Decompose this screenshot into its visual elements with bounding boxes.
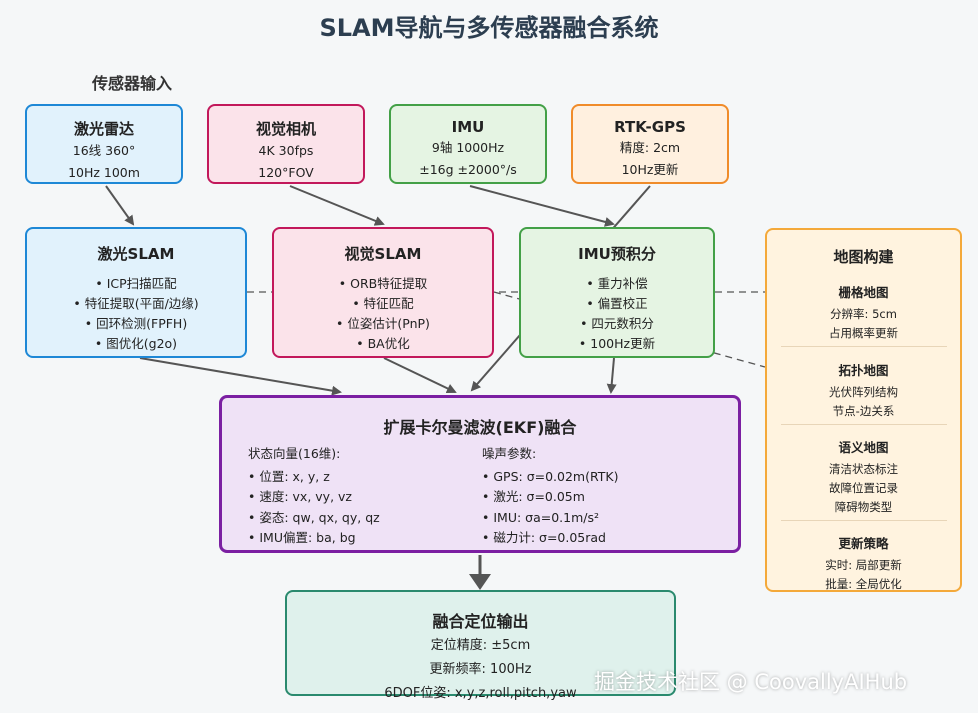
map-building-box: 地图构建 栅格地图 分辨率: 5cm 占用概率更新 拓扑地图 光伏阵列结构 节点… [765,228,962,592]
ekf-noise-item: • 磁力计: σ=0.05rad [482,530,606,545]
map-section-title: 栅格地图 [838,285,889,300]
ekf-state-item: • 位置: x, y, z [248,468,330,484]
ekf-noise-item: • IMU: σa=0.1m/s² [482,509,599,525]
sensor-gps-line: 精度: 2cm [619,140,681,155]
sensor-imu-line: 9轴 1000Hz [431,140,505,155]
ekf-state-item: • 速度: vx, vy, vz [248,489,352,504]
visual-slam-title: 视觉SLAM [344,245,422,263]
lidar-slam-box: 激光SLAM • ICP扫描匹配 • 特征提取(平面/边缘) • 回环检测(FP… [25,227,247,358]
imu-preintegration-item: • 偏置校正 [586,296,648,311]
sensor-camera-line: 120°FOV [258,165,314,180]
sensor-imu-title: IMU [451,118,485,136]
arrow-imu-pre-to-ekf [606,357,617,394]
sensor-camera-line: 4K 30fps [258,143,314,158]
map-section-title: 更新策略 [838,536,889,551]
arrow-lidar-to-lidar-slam [105,185,135,226]
arrow-imu-to-imu-pre [469,185,615,227]
map-section-update: 更新策略 实时: 局部更新 批量: 全局优化 [767,533,960,594]
output-line: 定位精度: ±5cm [430,638,531,653]
map-building-title: 地图构建 [833,248,894,266]
fused-output-box: 融合定位输出 定位精度: ±5cm 更新频率: 100Hz 6DOF位姿: x,… [285,590,676,701]
sensor-camera: 视觉相机 4K 30fps 120°FOV [207,104,365,184]
watermark: 掘金技术社区 @ CoovallyAIHub [594,670,908,694]
map-section-line: 故障位置记录 [829,481,898,495]
sensor-camera-title: 视觉相机 [255,120,316,138]
map-section-line: 分辨率: 5cm [830,307,897,321]
sensor-imu: IMU 9轴 1000Hz ±16g ±2000°/s [389,104,547,184]
visual-slam-item: • 位姿估计(PnP) [336,316,430,331]
map-section-grid: 栅格地图 分辨率: 5cm 占用概率更新 [767,282,960,343]
visual-slam-box: 视觉SLAM • ORB特征提取 • 特征匹配 • 位姿估计(PnP) • BA… [272,227,494,358]
ekf-fusion-box: 扩展卡尔曼滤波(EKF)融合 状态向量(16维): • 位置: x, y, z … [219,395,741,553]
ekf-title: 扩展卡尔曼滤波(EKF)融合 [383,418,577,437]
map-section-title: 语义地图 [838,440,889,455]
imu-preintegration-item: • 四元数积分 [580,316,654,331]
visual-slam-item: • 特征匹配 [352,296,414,311]
ekf-noise-item: • 激光: σ=0.05m [482,489,585,504]
sensor-lidar-line: 16线 360° [72,143,136,158]
sensor-lidar-title: 激光雷达 [73,120,134,138]
imu-preintegration-item: • 100Hz更新 [578,336,656,351]
arrow-lidar-slam-to-ekf [139,357,342,396]
map-section-line: 节点-边关系 [832,404,895,418]
map-section-line: 清洁状态标注 [829,462,898,476]
ekf-noise-header: 噪声参数: [482,446,537,461]
sensor-lidar-line: 10Hz 100m [68,165,140,180]
map-section-line: 批量: 全局优化 [825,577,902,591]
map-section-line: 障碍物类型 [834,500,893,514]
sensor-lidar: 激光雷达 16线 360° 10Hz 100m [25,104,183,184]
lidar-slam-item: • 图优化(g2o) [94,336,178,351]
map-section-divider [781,346,947,347]
imu-preintegration-box: IMU预积分 • 重力补偿 • 偏置校正 • 四元数积分 • 100Hz更新 [519,227,715,358]
imu-preintegration-item: • 重力补偿 [586,276,648,291]
sensor-gps-line: 10Hz更新 [621,162,679,177]
map-section-topology: 拓扑地图 光伏阵列结构 节点-边关系 [767,360,960,421]
ekf-noise-item: • GPS: σ=0.02m(RTK) [482,468,619,484]
output-line: 6DOF位姿: x,y,z,roll,pitch,yaw [384,686,577,701]
visual-slam-item: • ORB特征提取 [338,276,428,291]
arrow-visual-slam-to-ekf [383,357,457,394]
ekf-state-item: • IMU偏置: ba, bg [248,530,356,545]
ekf-state-header: 状态向量(16维): [248,446,341,461]
lidar-slam-item: • 回环检测(FPFH) [84,316,188,331]
map-section-divider [781,520,947,521]
ekf-state-item: • 姿态: qw, qx, qy, qz [248,509,380,525]
lidar-slam-title: 激光SLAM [97,245,175,263]
output-title: 融合定位输出 [432,612,529,631]
ekf-state-vector: 状态向量(16维): • 位置: x, y, z • 速度: vx, vy, v… [248,444,380,549]
sensor-gps: RTK-GPS 精度: 2cm 10Hz更新 [571,104,729,184]
sensor-section-label: 传感器输入 [92,74,173,93]
output-line: 更新频率: 100Hz [429,662,532,677]
sensor-gps-title: RTK-GPS [614,118,686,136]
arrow-camera-to-visual-slam [289,185,385,226]
page-title: SLAM导航与多传感器融合系统 [319,14,659,42]
lidar-slam-item: • ICP扫描匹配 [95,276,177,291]
imu-preintegration-title: IMU预积分 [578,245,656,263]
dashed-link-visual-slam-to-map [493,291,766,368]
map-section-semantic: 语义地图 清洁状态标注 故障位置记录 障碍物类型 [767,437,960,517]
visual-slam-item: • BA优化 [356,336,410,351]
map-section-divider [781,424,947,425]
sensor-imu-line: ±16g ±2000°/s [419,162,517,177]
map-section-line: 光伏阵列结构 [829,385,898,399]
map-section-title: 拓扑地图 [838,363,889,378]
map-section-line: 实时: 局部更新 [825,558,902,572]
ekf-noise-params: 噪声参数: • GPS: σ=0.02m(RTK) • 激光: σ=0.05m … [482,444,618,549]
lidar-slam-item: • 特征提取(平面/边缘) [73,296,199,311]
map-section-line: 占用概率更新 [829,326,898,340]
